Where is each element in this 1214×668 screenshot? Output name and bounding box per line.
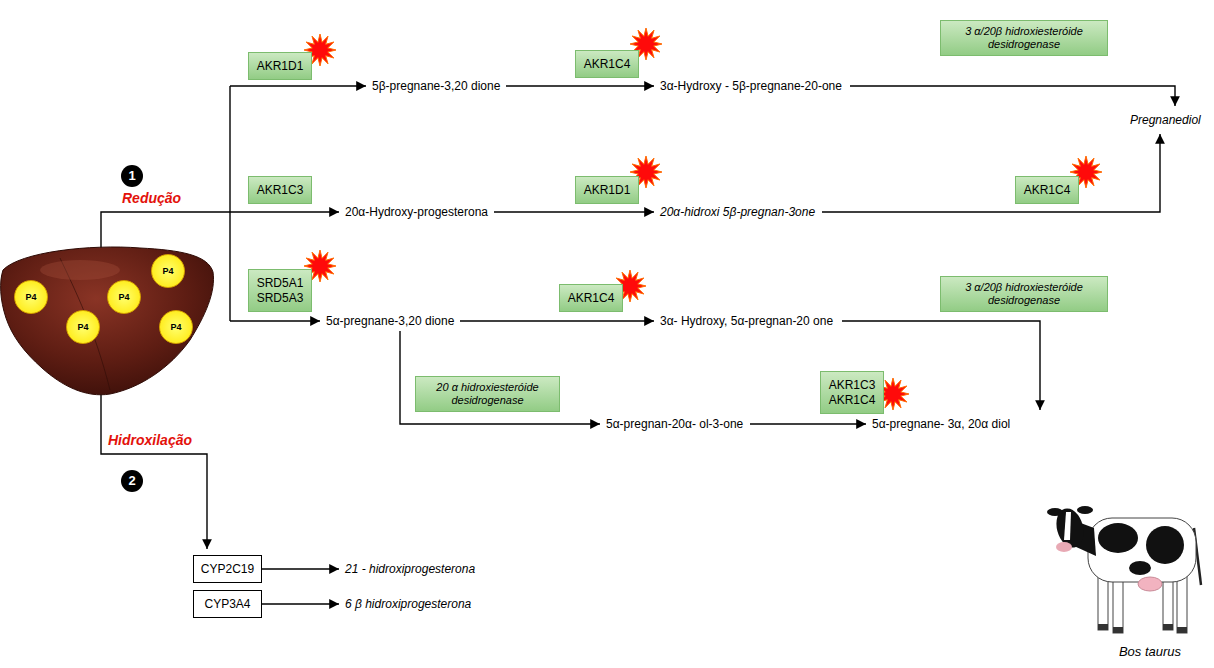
hormone-circle: P4 — [66, 310, 100, 344]
node-text: AKR1D1 — [252, 59, 308, 73]
metabolite-name: 21 - hidroxiprogesterona — [345, 562, 475, 576]
liver-highlight — [40, 260, 120, 280]
node-text: AKR1D1 — [579, 183, 635, 197]
cow-hoof — [1163, 624, 1173, 630]
arrow-line — [230, 320, 320, 321]
cow-hoof — [1098, 624, 1108, 630]
enzyme-box: 3 α/20β hidroxiesteróide desidrogenase — [940, 276, 1108, 312]
metabolite-name: 20α-hidroxi 5β-pregnan-3one — [660, 205, 815, 219]
arrow-line — [850, 86, 1175, 106]
enzyme-box: SRD5A1 SRD5A3 — [248, 269, 312, 312]
callout-circle — [121, 470, 143, 492]
node-text: P4 — [25, 292, 36, 303]
node-text: CYP2C19 — [198, 562, 257, 576]
pathway-lines — [101, 86, 1175, 604]
cow-muzzle — [1056, 542, 1072, 552]
node-text: AKR1C4 — [579, 57, 635, 71]
cow-blaze — [1064, 512, 1071, 540]
arrow-line — [494, 211, 654, 212]
arrow-line — [750, 423, 866, 424]
enzyme-box: AKR1D1 — [575, 176, 639, 204]
node-text: P4 — [77, 322, 88, 333]
node-text: 20 α hidroxiesteróide desidrogenase — [420, 381, 555, 407]
mutation-stars — [304, 28, 1102, 410]
species-name: Bos taurus — [1119, 644, 1181, 660]
pathway-title: Hidroxilação — [108, 432, 192, 449]
cow-hoof — [1113, 627, 1123, 633]
node-text: AKR1C4 — [1019, 183, 1075, 197]
enzyme-box: CYP2C19 — [193, 555, 262, 583]
enzyme-box: AKR1D1 — [248, 52, 312, 80]
cow-hoof — [1177, 627, 1187, 633]
enzyme-box: CYP3A4 — [193, 590, 262, 618]
metabolite-name: 6 β hidroxiprogesterona — [345, 597, 471, 611]
metabolite-name: 3α-Hydroxy - 5β-pregnane-20-one — [660, 79, 842, 93]
callout-circle — [121, 165, 143, 187]
callout-number: 2 — [128, 473, 135, 489]
callout-number: 1 — [128, 168, 135, 184]
enzyme-box: 3 α/20β hidroxiesteróide desidrogenase — [940, 20, 1108, 56]
arrow-line — [230, 85, 366, 86]
hormone-circle: P4 — [107, 280, 141, 314]
cow-patch — [1129, 561, 1151, 575]
arrow-line — [262, 568, 339, 569]
metabolite-name: Pregnanediol — [1130, 113, 1201, 127]
node-text: P4 — [170, 322, 181, 333]
branch-line — [229, 86, 230, 321]
metabolite-name: 5β-pregnane-3,20 dione — [372, 79, 500, 93]
enzyme-box: AKR1C4 — [559, 284, 623, 312]
arrow-line — [506, 85, 654, 86]
enzyme-box: AKR1C3 — [248, 176, 312, 204]
pathway-title: Redução — [122, 190, 181, 207]
metabolite-name: 20α-Hydroxy-progesterona — [345, 205, 488, 219]
node-text: SRD5A1 SRD5A3 — [252, 276, 308, 305]
enzyme-box: AKR1C4 — [1015, 176, 1079, 204]
arrow-line — [262, 603, 339, 604]
cow-body — [1088, 518, 1196, 582]
cow-patch — [1098, 523, 1138, 553]
node-text: 3 α/20β hidroxiesteróide desidrogenase — [945, 25, 1103, 51]
node-text: CYP3A4 — [198, 597, 257, 611]
cow-ear — [1077, 506, 1093, 514]
cow-ear — [1047, 508, 1063, 516]
node-text: 3 α/20β hidroxiesteróide desidrogenase — [945, 281, 1103, 307]
metabolite-name: 5α-pregnane-3,20 dione — [326, 314, 454, 328]
liver-shape — [1, 247, 214, 395]
hormone-circle: P4 — [159, 310, 193, 344]
enzyme-box: AKR1C4 — [575, 50, 639, 78]
arrow-line — [822, 134, 1160, 212]
enzyme-box: AKR1C3 AKR1C4 — [820, 371, 884, 414]
enzyme-box: 20 α hidroxiesteróide desidrogenase — [415, 376, 560, 412]
node-text: AKR1C3 — [252, 183, 308, 197]
node-text: P4 — [162, 266, 173, 277]
cow-patch — [1146, 526, 1184, 564]
arrow-line — [101, 212, 339, 250]
node-text: AKR1C4 — [563, 291, 619, 305]
node-text: P4 — [118, 292, 129, 303]
hormone-circle: P4 — [151, 254, 185, 288]
node-text: AKR1C3 AKR1C4 — [824, 378, 880, 407]
liver-illustration — [1, 247, 214, 395]
metabolite-name: 3α- Hydroxy, 5α-pregnan-20 one — [660, 314, 833, 328]
arrow-line — [400, 331, 600, 424]
arrow-line — [460, 320, 654, 321]
cow-udder — [1138, 577, 1162, 591]
metabolite-name: 5α-pregnan-20α- ol-3-one — [606, 417, 743, 431]
metabolite-name: 5α-pregnane- 3α, 20α diol — [872, 417, 1010, 431]
arrow-line — [101, 388, 207, 549]
hormone-circle: P4 — [14, 280, 48, 314]
cow-illustration — [1047, 505, 1201, 633]
